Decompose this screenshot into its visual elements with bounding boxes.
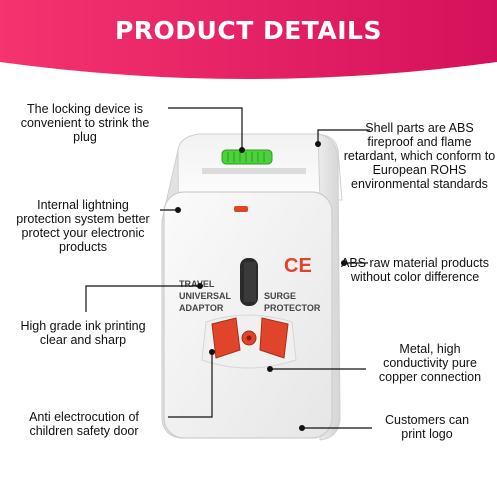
adapter-label-5: PROTECTOR bbox=[264, 303, 321, 313]
ce-mark: CE bbox=[284, 255, 312, 277]
socket-left bbox=[211, 317, 241, 359]
adapter-label-1: TRAVEL bbox=[179, 279, 215, 289]
indicator-light bbox=[234, 206, 248, 212]
callout-electrocution: Anti electrocution of children safety do… bbox=[29, 410, 139, 438]
header-banner: PRODUCT DETAILS bbox=[0, 0, 497, 90]
adapter-top bbox=[167, 133, 343, 201]
callout-lightning: Internal lightning protection system bet… bbox=[16, 198, 150, 254]
callout-shell: Shell parts are ABS fireproof and flame … bbox=[343, 121, 496, 191]
callout-abs: ABS raw material products without color … bbox=[341, 256, 489, 284]
socket-right bbox=[259, 317, 289, 359]
page-title: PRODUCT DETAILS bbox=[114, 16, 382, 45]
callout-ink: High grade ink printing clear and sharp bbox=[20, 319, 146, 347]
callout-locking: The locking device is convenient to stri… bbox=[20, 102, 150, 144]
callout-metal: Metal, high conductivity pure copper con… bbox=[378, 342, 482, 384]
adapter-label-4: SURGE bbox=[264, 291, 296, 301]
adapter-label-2: UNIVERSAL bbox=[179, 291, 232, 301]
banner-shape bbox=[0, 0, 497, 79]
callout-logo: Customers can print logo bbox=[384, 413, 470, 441]
adapter-label-3: ADAPTOR bbox=[179, 303, 224, 313]
